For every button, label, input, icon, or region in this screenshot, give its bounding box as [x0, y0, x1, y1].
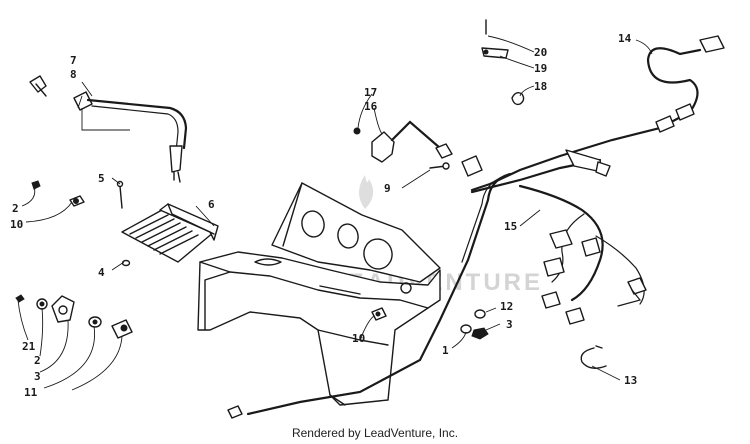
right-hardware [371, 307, 489, 340]
callouts: 7 8 5 6 4 2 10 21 2 3 11 10 1 12 3 15 13… [10, 32, 637, 399]
callout-5: 5 [98, 172, 105, 185]
callout-20: 20 [534, 46, 547, 59]
callout-17: 9 [384, 182, 391, 195]
callout-2-upper: 2 [12, 202, 19, 215]
callout-8: 8 [70, 68, 77, 81]
callout-13: 14 [618, 32, 632, 45]
callout-9: 10 [352, 332, 365, 345]
callout-10-upper: 10 [10, 218, 23, 231]
ignition-switch [353, 120, 453, 170]
dash-console [197, 182, 441, 406]
cable-assembly [29, 75, 188, 183]
callout-14: 15 [504, 220, 517, 233]
callout-7: 7 [70, 54, 77, 67]
callout-19: 19 [534, 62, 547, 75]
render-credit: Rendered by LeadVenture, Inc. [291, 426, 459, 440]
callout-1: 1 [442, 344, 449, 357]
callout-3-lower: 3 [34, 370, 41, 383]
leader-lines [17, 35, 653, 391]
callout-16: 17 [364, 86, 377, 99]
callout-4: 4 [98, 266, 105, 279]
callout-15: 16 [364, 100, 378, 113]
callout-18: 18 [534, 80, 547, 93]
callout-3-right: 3 [506, 318, 513, 331]
left-hardware [15, 180, 133, 339]
callout-11: 12 [500, 300, 513, 313]
callout-2-lower: 2 [34, 354, 41, 367]
callout-6: 6 [208, 198, 215, 211]
callout-21: 21 [22, 340, 36, 353]
wiring-harness [227, 35, 725, 419]
callout-12: 13 [624, 374, 637, 387]
callout-10-lower: 11 [24, 386, 38, 399]
clamp [580, 345, 607, 369]
latch-plate [116, 180, 219, 267]
